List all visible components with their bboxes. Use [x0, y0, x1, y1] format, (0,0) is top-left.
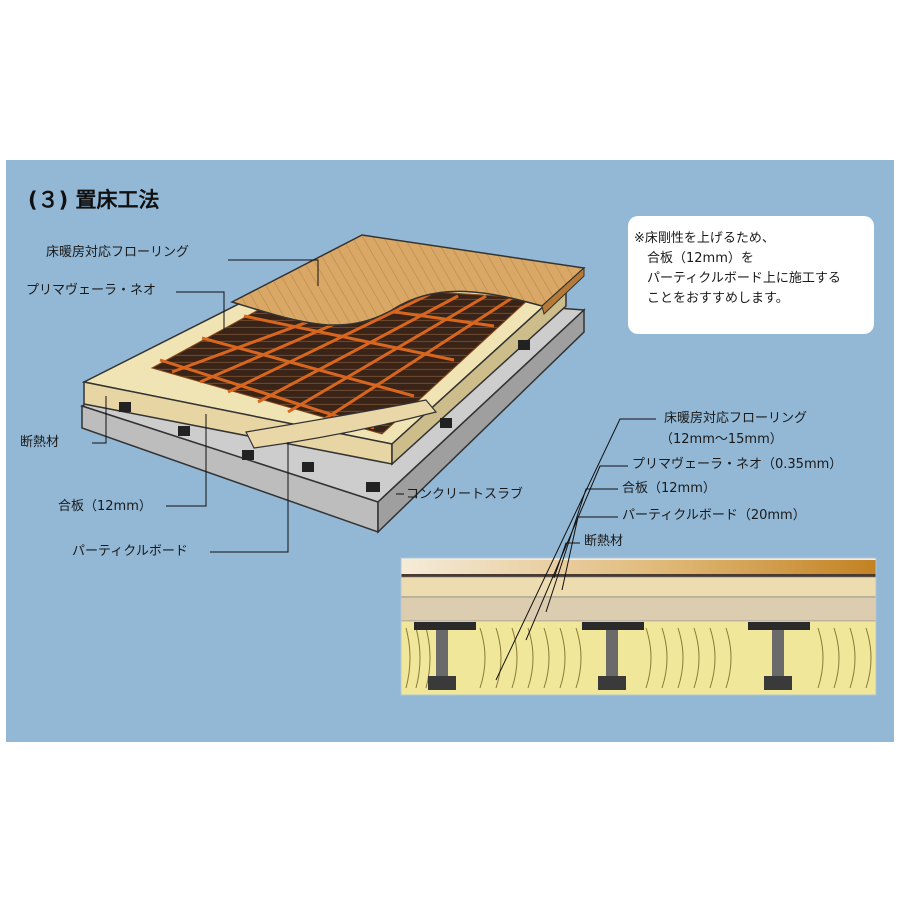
board-layer-side [391, 284, 567, 466]
note-callout: ※床剛性を上げるため、 合板（12mm）を パーティクルボード上に施工する こと… [628, 216, 874, 334]
note-line: パーティクルボード上に施工する [634, 271, 841, 286]
flooring-top [230, 234, 586, 326]
cross-section [401, 558, 876, 695]
section-heater [401, 574, 876, 577]
diagram-panel: (３) 置床工法 [6, 160, 894, 742]
section-flooring [401, 560, 876, 574]
label-plywood: 合板（12mm） [58, 499, 152, 514]
floor-diagram [80, 234, 877, 696]
section-label-flooring: 床暖房対応フローリング [664, 411, 808, 426]
label-slab: コンクリートスラブ [406, 487, 524, 502]
label-heater: プリマヴェーラ・ネオ [26, 283, 157, 298]
section-label-plywood: 合板（12mm） [622, 481, 716, 496]
perspective-leaders [92, 259, 404, 553]
page-title: (３) 置床工法 [28, 188, 160, 212]
section-label-heater: プリマヴェーラ・ネオ（0.35mm） [632, 457, 843, 472]
section-insulation [401, 622, 876, 695]
section-particle-board [401, 596, 876, 622]
label-insulation: 断熱材 [20, 435, 60, 450]
support-feet [119, 340, 530, 492]
perspective-model [80, 234, 586, 534]
note-line: ことをおすすめします。 [634, 291, 789, 306]
note-line: 合板（12mm）を [634, 251, 754, 266]
label-particle-board: パーティクルボード [72, 544, 188, 559]
note-line: ※床剛性を上げるため、 [634, 231, 775, 246]
section-plywood [401, 576, 876, 598]
concrete-slab-side [377, 308, 585, 534]
section-label-flooring-thickness: （12mm～15mm） [660, 432, 783, 447]
section-pedestals [414, 622, 810, 690]
label-flooring: 床暖房対応フローリング [46, 245, 190, 260]
section-label-insulation: 断熱材 [584, 534, 624, 549]
section-label-particle-board: パーティクルボード（20mm） [622, 508, 806, 523]
flooring-edge [541, 266, 585, 315]
lower-board-corner [245, 399, 438, 449]
section-leaders [495, 418, 656, 681]
